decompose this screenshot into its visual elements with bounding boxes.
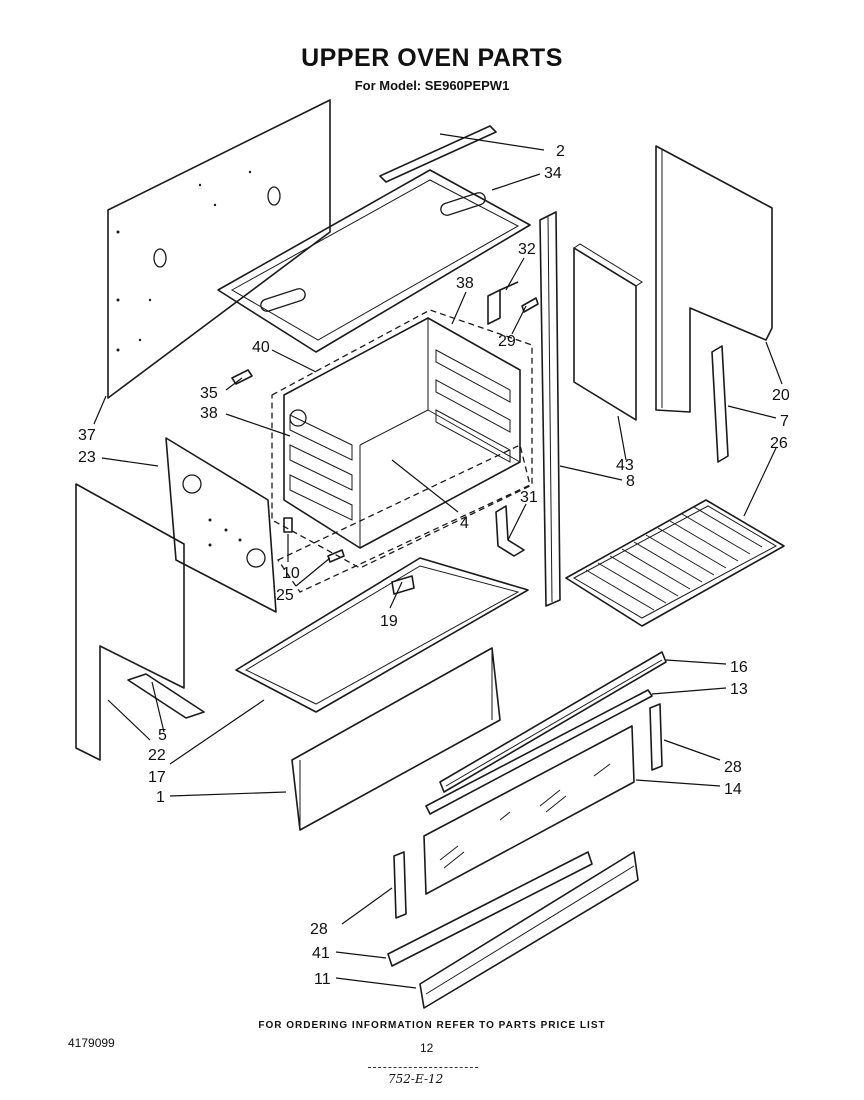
callout-25: 25 [276, 587, 294, 604]
diagram-title: UPPER OVEN PARTS [301, 44, 563, 72]
callout-28-left: 28 [310, 921, 328, 938]
ordering-note: FOR ORDERING INFORMATION REFER TO PARTS … [258, 1020, 606, 1031]
page-number: 12 [420, 1041, 434, 1055]
callout-37: 37 [78, 427, 96, 444]
callout-28-right: 28 [724, 759, 742, 776]
part-vertical-trim [539, 211, 561, 607]
part-oven-liner [271, 309, 533, 593]
callout-17: 17 [148, 769, 166, 786]
part-10 [283, 517, 293, 533]
part-bracket-5 [127, 673, 205, 719]
part-front-frame [291, 647, 501, 831]
leader-lines [93, 133, 783, 989]
part-25 [327, 549, 345, 563]
callout-40: 40 [252, 339, 270, 356]
part-bracket-32 [487, 281, 519, 325]
part-back-panel [107, 99, 331, 399]
handwritten-underline [368, 1067, 478, 1068]
part-bracket-31 [495, 505, 525, 557]
part-bottom-trim-41 [387, 851, 593, 967]
part-top-panel [217, 169, 531, 353]
part-strip-7 [711, 345, 729, 463]
part-trim-28-right [649, 703, 663, 771]
part-oven-rack [565, 499, 785, 627]
callout-8: 8 [626, 473, 635, 490]
part-35 [231, 369, 253, 385]
callout-11: 11 [314, 971, 331, 988]
part-door-trim-13 [425, 689, 653, 815]
part-side-panel-22 [75, 483, 185, 761]
callout-22: 22 [148, 747, 166, 764]
callout-13: 13 [730, 681, 748, 698]
part-insulation-43 [573, 243, 643, 421]
part-trim-28-left [393, 851, 407, 919]
callout-4: 4 [460, 515, 469, 532]
callout-1: 1 [156, 789, 165, 806]
callout-35: 35 [200, 385, 218, 402]
part-oven-cavity [283, 317, 521, 549]
callout-7: 7 [780, 413, 789, 430]
callout-29: 29 [498, 333, 516, 350]
callout-10: 10 [282, 565, 300, 582]
callout-16: 16 [730, 659, 748, 676]
part-side-panel-23 [165, 437, 277, 613]
part-door-glass [423, 725, 635, 895]
callout-labels: 2 34 32 38 29 40 35 38 37 23 43 8 20 7 2… [78, 143, 790, 988]
callout-31: 31 [520, 489, 538, 506]
callout-38-left: 38 [200, 405, 218, 422]
callout-34: 34 [544, 165, 562, 182]
part-top-strip [379, 125, 497, 183]
callout-20: 20 [772, 387, 790, 404]
callout-5: 5 [158, 727, 167, 744]
handwritten-code: 752-E-12 [388, 1072, 444, 1086]
callout-23: 23 [78, 449, 96, 466]
part-bottom-panel [235, 557, 529, 713]
part-kick-panel [419, 851, 639, 1009]
callout-14: 14 [724, 781, 742, 798]
callout-26: 26 [770, 435, 788, 452]
part-door-trim-16 [439, 651, 667, 793]
callout-2: 2 [556, 143, 565, 160]
callout-41: 41 [312, 945, 330, 962]
callout-19: 19 [380, 613, 398, 630]
callout-43: 43 [616, 457, 634, 474]
document-number: 4179099 [68, 1036, 115, 1050]
part-side-panel-20 [655, 145, 773, 413]
model-subtitle: For Model: SE960PEPW1 [354, 78, 510, 93]
callout-38-top: 38 [456, 275, 474, 292]
callout-32: 32 [518, 241, 536, 258]
